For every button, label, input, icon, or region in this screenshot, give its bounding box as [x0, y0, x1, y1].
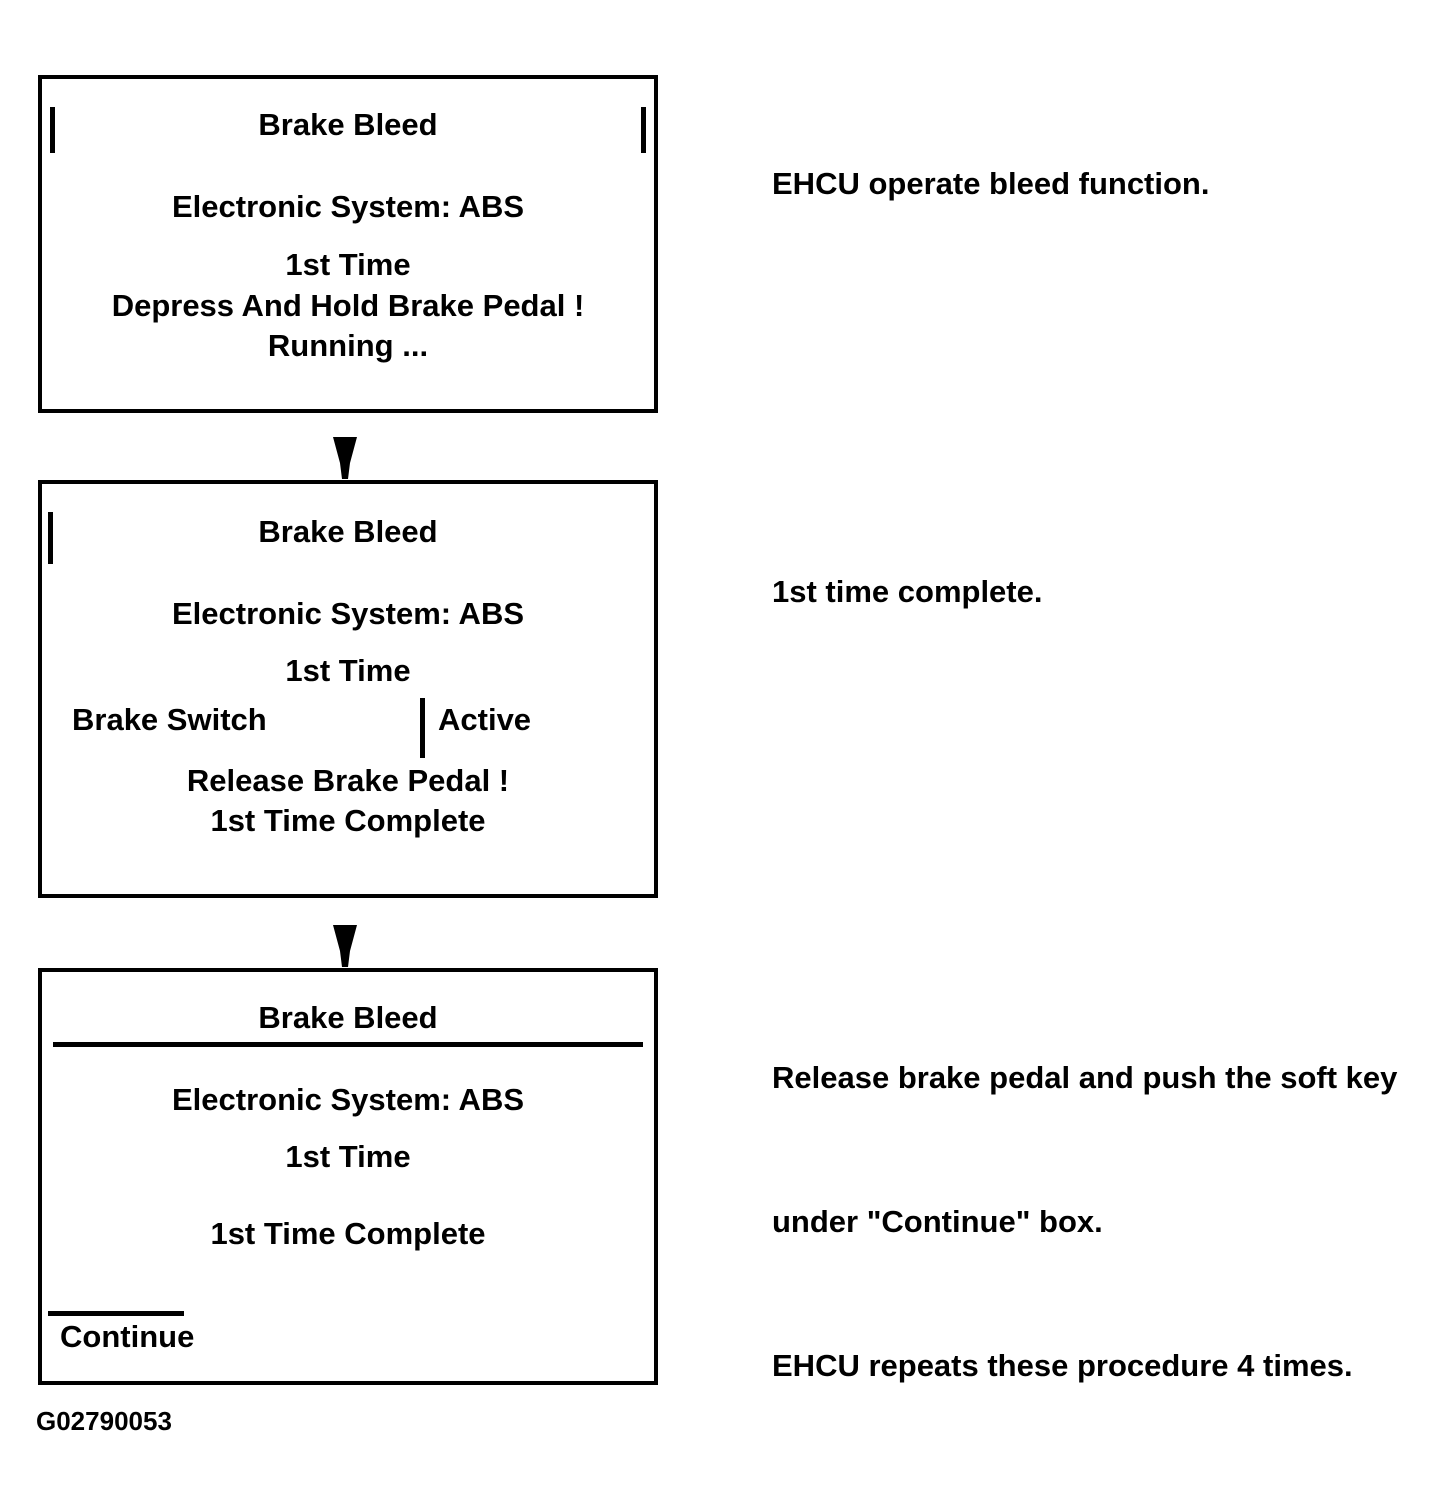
annotation-line: 1st time complete. [772, 574, 1043, 609]
screen-title: Brake Bleed [258, 1000, 438, 1035]
status-line: 1st Time Complete [210, 1216, 486, 1251]
message-line: 1st Time Complete [210, 803, 486, 838]
cycle-line: 1st Time [285, 1139, 411, 1174]
screen-title: Brake Bleed [258, 514, 438, 549]
figure-id: G02790053 [36, 1406, 172, 1436]
system-line: Electronic System: ABS [171, 596, 525, 631]
scan-tool-screen-switch-active: Brake Bleed Electronic System: ABS 1st T… [38, 480, 658, 898]
softkey-divider [48, 1311, 184, 1316]
continue-softkey: Continue [60, 1319, 195, 1354]
annotation-line: EHCU repeats these procedure 4 times. [772, 1348, 1353, 1383]
annotation-line: Release brake pedal and push the soft ke… [772, 1060, 1398, 1095]
message-line: Depress And Hold Brake Pedal ! [111, 288, 585, 323]
system-line: Electronic System: ABS [171, 189, 525, 224]
annotation-line: under "Continue" box. [772, 1204, 1103, 1239]
down-arrow-icon [333, 925, 357, 967]
annotation-step-1: EHCU operate bleed function. [772, 64, 1437, 304]
annotation-step-2: 1st time complete. [772, 472, 1437, 712]
annotation-line: EHCU operate bleed function. [772, 166, 1210, 201]
parameter-value: Active [438, 702, 532, 737]
left-tick-mark [48, 512, 53, 564]
down-arrow-icon [333, 437, 357, 479]
system-line: Electronic System: ABS [171, 1082, 525, 1117]
cycle-line: 1st Time [285, 653, 411, 688]
left-tick-mark [50, 107, 55, 153]
right-tick-mark [641, 107, 646, 153]
parameter-divider [420, 698, 425, 758]
screen-title: Brake Bleed [258, 107, 438, 142]
scan-tool-screen-running: Brake Bleed Electronic System: ABS 1st T… [38, 75, 658, 413]
message-line: Running ... [267, 328, 429, 363]
cycle-line: 1st Time [285, 247, 411, 282]
scan-tool-screen-complete: Brake Bleed Electronic System: ABS 1st T… [38, 968, 658, 1385]
message-line: Release Brake Pedal ! [186, 763, 510, 798]
title-underline [53, 1042, 643, 1047]
annotation-step-3: Release brake pedal and push the soft ke… [772, 958, 1437, 1486]
parameter-label: Brake Switch [72, 702, 267, 737]
